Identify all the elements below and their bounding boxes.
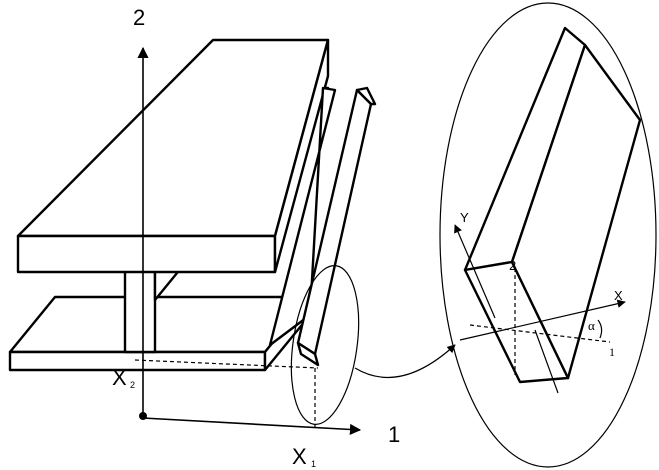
x2-subscript: 2 — [130, 380, 135, 390]
detail-connector-arrow — [354, 344, 456, 379]
axis-2-label: 2 — [133, 5, 145, 30]
alpha-arc — [597, 319, 603, 339]
detail-2-label: 2 — [509, 258, 516, 273]
detail-y-label: Y — [460, 210, 469, 225]
x1-subscript: 1 — [311, 459, 316, 469]
x2-projection — [134, 359, 319, 369]
detail-diagonal — [534, 329, 559, 394]
thin-strip — [296, 86, 377, 367]
magnified-strip — [463, 26, 642, 384]
detail-1-axis — [469, 324, 611, 343]
bottom-flange — [8, 295, 312, 372]
axis-1-label: 1 — [388, 422, 400, 447]
top-flange — [16, 38, 330, 274]
x1-label: X — [292, 444, 307, 469]
detail-marker-ellipse — [290, 265, 360, 425]
detail-1-label: 1 — [609, 345, 615, 359]
detail-ellipse — [439, 2, 657, 468]
origin-point — [139, 412, 147, 420]
detail-x-label: X — [614, 288, 623, 303]
detail-x-axis — [459, 299, 626, 341]
web-plate — [268, 86, 337, 347]
axis-1-line — [142, 417, 362, 436]
detail-alpha-label: α — [588, 318, 595, 333]
detail-y-axis — [454, 224, 496, 319]
x2-label: X — [112, 365, 127, 390]
